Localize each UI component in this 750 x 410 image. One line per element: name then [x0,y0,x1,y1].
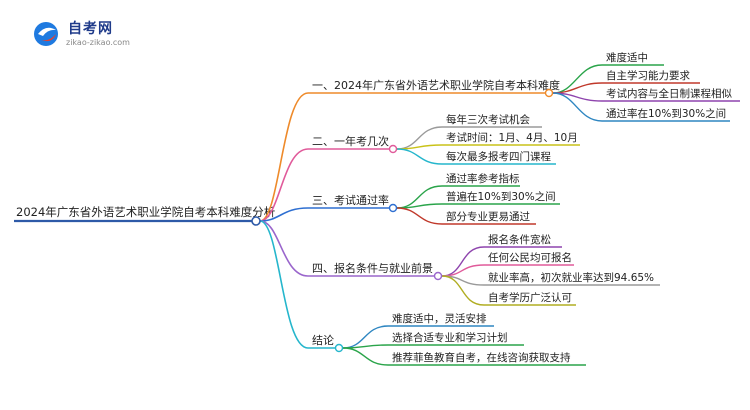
branch-connector [259,92,546,222]
logo-subtitle: zikao-zikao.com [66,38,130,47]
leaf-label: 报名条件宽松 [488,233,551,246]
leaf-connector [342,344,524,349]
leaf-label: 普遍在10%到30%之间 [446,190,556,203]
leaf-label: 每年三次考试机会 [446,113,530,126]
leaf-connector [396,207,536,225]
leaf-connector [552,92,730,122]
branch-connector [259,220,435,277]
leaf-label: 选择合适专业和学习计划 [392,331,508,344]
leaf-label: 难度适中，灵活安排 [392,312,487,325]
leaf-label: 难度适中 [606,51,648,64]
branch-connector [259,220,336,349]
site-logo[interactable]: 自考网 zikao-zikao.com [32,18,152,54]
leaf-label: 自考学历广泛认可 [488,291,572,304]
logo-mark-icon [34,22,58,46]
root-node-circle[interactable] [251,216,261,226]
branch-connector [259,148,390,222]
branch-label: 三、考试通过率 [312,193,389,207]
leaf-label: 每次最多报考四门课程 [446,150,551,163]
branch-label: 一、2024年广东省外语艺术职业学院自考本科难度 [312,78,560,92]
leaf-label: 自主学习能力要求 [606,69,690,82]
leaf-connector [441,264,574,277]
branch-node-circle[interactable] [433,271,443,281]
branch-label: 二、一年考几次 [312,134,389,148]
leaf-connector [441,275,576,306]
leaf-connector [396,203,560,209]
leaf-label: 推荐菲鱼教育自考，在线咨询获取支持 [392,351,571,364]
branch-label: 四、报名条件与就业前景 [312,261,433,275]
root-label: 2024年广东省外语艺术职业学院自考本科难度分析 [16,205,275,219]
leaf-connector [342,347,586,366]
leaf-label: 就业率高，初次就业率达到94.65% [488,271,654,284]
leaf-label: 考试内容与全日制课程相似 [606,87,732,100]
leaf-label: 任何公民均可报名 [488,251,572,264]
branch-node-circle[interactable] [388,144,398,154]
branch-label: 结论 [312,333,334,347]
branch-connector [259,207,390,222]
branch-node-circle[interactable] [388,203,398,213]
leaf-label: 部分专业更易通过 [446,210,530,223]
leaf-connector [396,148,556,165]
leaf-label: 通过率在10%到30%之间 [606,107,726,120]
branch-node-circle[interactable] [334,343,344,353]
logo-title: 自考网 [68,21,113,37]
leaf-connector [396,144,580,150]
branch-node-circle[interactable] [544,88,554,98]
leaf-label: 通过率参考指标 [446,172,520,185]
leaf-label: 考试时间：1月、4月、10月 [446,131,578,144]
